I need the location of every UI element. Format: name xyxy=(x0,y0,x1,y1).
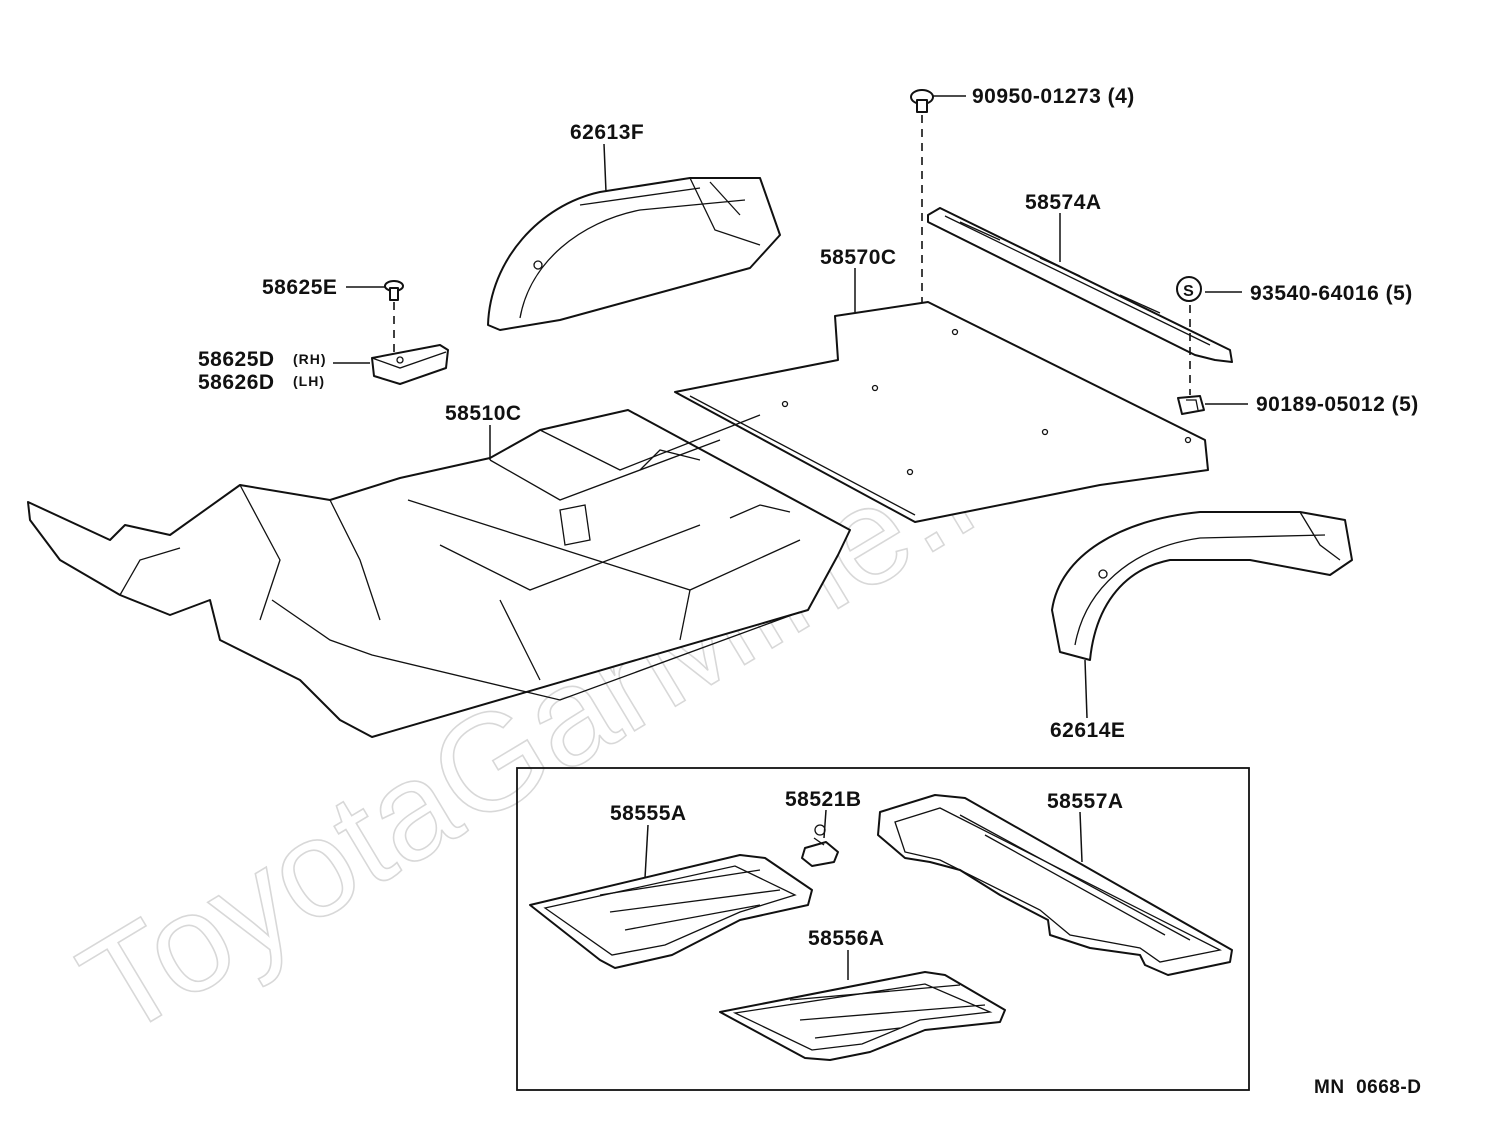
label-90189-05012: 90189-05012 (5) xyxy=(1256,393,1419,416)
part-58570C-deck-board xyxy=(674,301,1209,523)
label-58625E: 58625E xyxy=(262,276,337,299)
label-58574A: 58574A xyxy=(1025,191,1102,214)
label-62613F: 62613F xyxy=(570,121,644,144)
part-58555A-front-mat xyxy=(529,854,813,969)
label-62614E: 62614E xyxy=(1050,719,1125,742)
label-58555A: 58555A xyxy=(610,802,687,825)
mat-inset-frame xyxy=(516,767,1250,1091)
part-58574A-rail xyxy=(927,207,1233,363)
label-90950-01273: 90950-01273 (4) xyxy=(972,85,1135,108)
label-58510C: 58510C xyxy=(445,402,522,425)
label-58626D: 58626D xyxy=(198,371,275,394)
part-58510C-floor-carpet xyxy=(27,409,851,738)
part-58625D-pad xyxy=(371,344,449,385)
s-symbol: S xyxy=(1176,276,1202,302)
label-93540-64016: 93540-64016 (5) xyxy=(1250,282,1413,305)
part-58521B-clip xyxy=(801,824,839,867)
part-90950-clip xyxy=(910,89,934,113)
part-58625E-bolt xyxy=(384,280,404,301)
label-58570C: 58570C xyxy=(820,246,897,269)
part-90189-nut xyxy=(1177,395,1205,415)
part-62614E-wheelhouse xyxy=(1051,511,1353,661)
svg-text:S: S xyxy=(1183,283,1195,300)
diagram-code: MN 0668-D xyxy=(1314,1077,1421,1098)
leader-lines xyxy=(333,95,1248,980)
label-58521B: 58521B xyxy=(785,788,862,811)
label-58625D: 58625D xyxy=(198,348,275,371)
label-58557A: 58557A xyxy=(1047,790,1124,813)
label-lh: (LH) xyxy=(293,373,325,389)
part-62613F-wheelhouse xyxy=(487,177,781,331)
label-58556A: 58556A xyxy=(808,927,885,950)
part-58557A-rear-mat xyxy=(877,794,1233,976)
part-58556A-second-mat xyxy=(719,971,1006,1061)
label-rh: (RH) xyxy=(293,351,327,367)
